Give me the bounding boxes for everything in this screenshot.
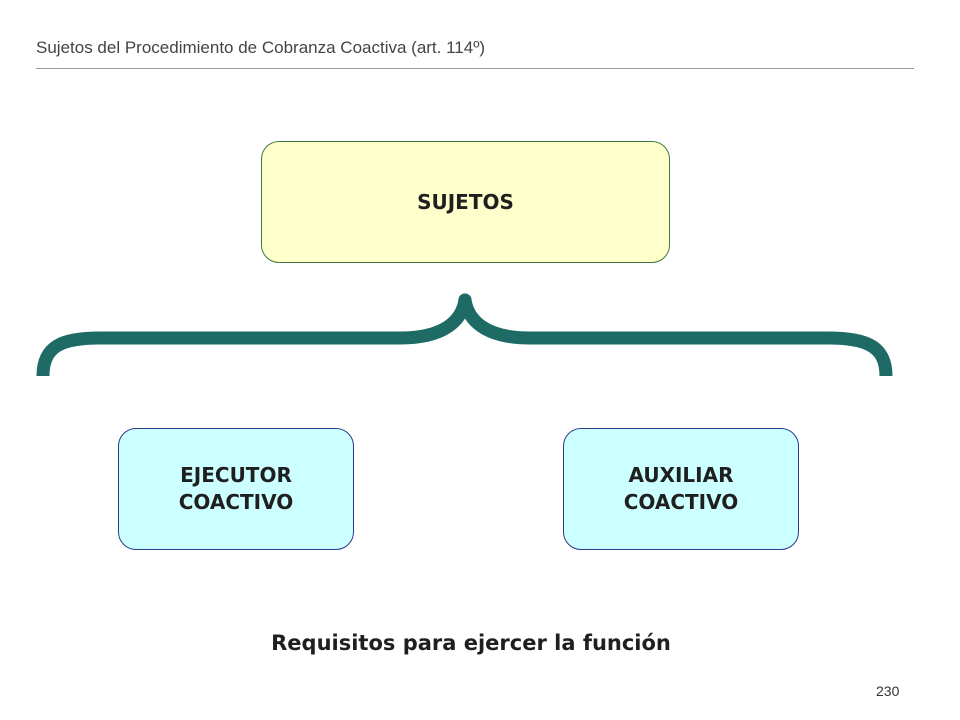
sujetos-box: SUJETOS — [261, 141, 670, 263]
brace-tip — [458, 293, 472, 307]
ejecutor-line1: EJECUTOR — [180, 463, 292, 487]
sujetos-label: SUJETOS — [417, 190, 514, 214]
ejecutor-line2: COACTIVO — [178, 490, 294, 514]
auxiliar-line1: AUXILIAR — [628, 463, 734, 487]
slide-title: Sujetos del Procedimiento de Cobranza Co… — [36, 38, 486, 57]
requisitos-caption: Requisitos para ejercer la función — [271, 631, 671, 655]
page-number: 230 — [876, 683, 900, 699]
ejecutor-coactivo-box: EJECUTOR COACTIVO — [118, 428, 354, 550]
brace-shape — [36, 293, 893, 377]
title-divider — [36, 68, 914, 69]
auxiliar-line2: COACTIVO — [623, 490, 739, 514]
auxiliar-coactivo-box: AUXILIAR COACTIVO — [563, 428, 799, 550]
